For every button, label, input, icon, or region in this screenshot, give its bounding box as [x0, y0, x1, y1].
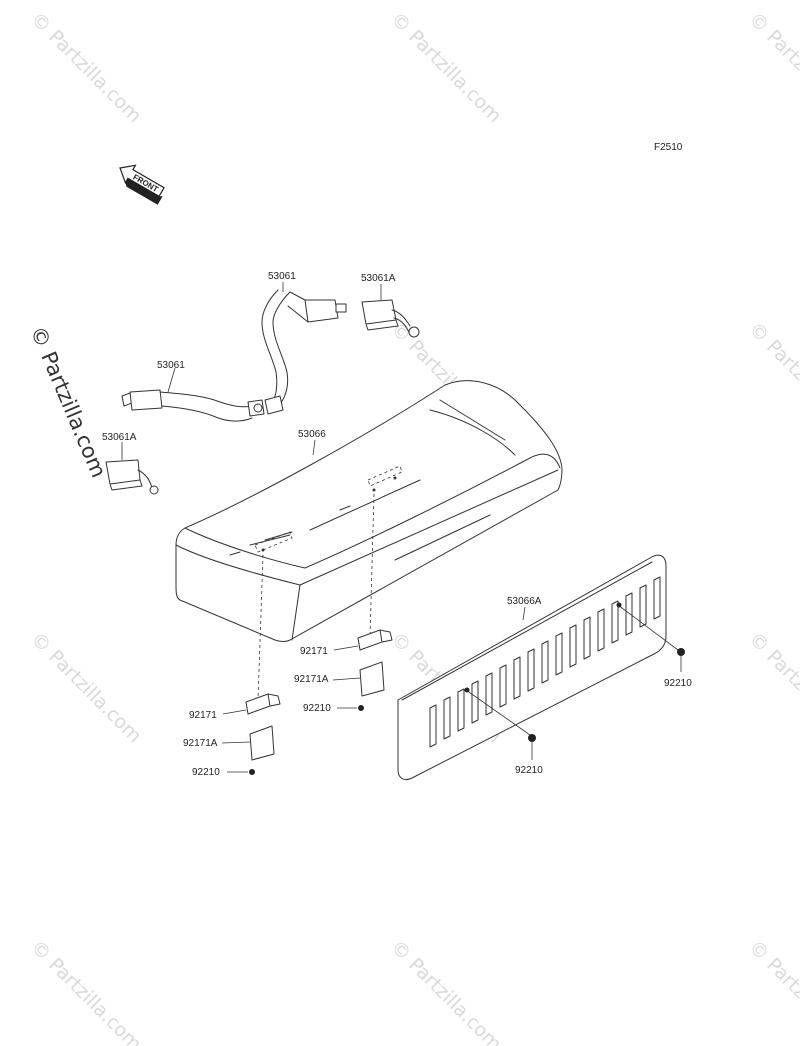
bolt-left — [464, 687, 531, 736]
watermark: © Partzilla.com — [744, 318, 800, 437]
nut-92210-panel-left — [528, 734, 536, 742]
vent-slot — [513, 656, 521, 700]
front-arrow-icon: FRONT — [119, 164, 165, 205]
label-bracket-c: 92171A — [294, 674, 329, 685]
vent-slot — [583, 616, 591, 660]
watermark: © Partzilla.com — [744, 8, 800, 127]
vent-slot — [653, 576, 661, 620]
vent-slot — [485, 672, 493, 716]
label-bracket-a: 92171 — [300, 646, 328, 657]
vent-slot — [457, 688, 465, 732]
label-buckle-right: 53061A — [361, 273, 396, 284]
vent-slot — [597, 608, 605, 652]
figure-code: F2510 — [654, 142, 683, 153]
nut-92210-panel-right — [677, 648, 685, 656]
buckle-right — [361, 299, 420, 338]
bolt-right — [616, 602, 679, 651]
label-nut-c: 92210 — [515, 765, 543, 776]
label-bracket-d: 92171A — [183, 738, 218, 749]
bracket-92171-upper — [357, 629, 393, 651]
vent-slot — [471, 680, 479, 724]
label-nut-a: 92210 — [303, 703, 331, 714]
watermark: © Partzilla.com — [26, 936, 145, 1046]
bracket-92171-lower — [245, 693, 281, 715]
label-nut-b: 92210 — [192, 767, 220, 778]
label-seat-cushion: 53066 — [298, 429, 326, 440]
watermark: © Partzilla.com — [386, 936, 505, 1046]
slot-row — [429, 576, 661, 748]
vent-slot — [639, 584, 647, 628]
buckle-left — [105, 459, 159, 495]
bracket-92171a-upper — [359, 661, 385, 697]
label-nut-d: 92210 — [664, 678, 692, 689]
seat-belt-right — [261, 289, 347, 415]
label-buckle-left: 53061A — [102, 432, 137, 443]
watermark: © Partzilla.com — [386, 8, 505, 127]
watermark-large: © Partzilla.com — [25, 323, 110, 482]
vent-slot — [541, 640, 549, 684]
seat-back-panel — [397, 554, 667, 781]
vent-slot — [555, 632, 563, 676]
vent-slot — [429, 704, 437, 748]
watermark: © Partzilla.com — [744, 628, 800, 747]
watermark: © Partzilla.com — [744, 936, 800, 1046]
vent-slot — [527, 648, 535, 692]
seat-belt-left — [121, 389, 265, 422]
nut-92210-lower — [249, 769, 255, 775]
label-seat-back: 53066A — [507, 596, 542, 607]
nut-92210-upper — [358, 705, 364, 711]
vent-slot — [443, 696, 451, 740]
vent-slot — [625, 592, 633, 636]
vent-slot — [569, 624, 577, 668]
vent-slot — [611, 600, 619, 644]
vent-slot — [499, 664, 507, 708]
label-seat-belt-right: 53061 — [268, 271, 296, 282]
watermark: © Partzilla.com — [26, 8, 145, 127]
label-seat-belt-left: 53061 — [157, 360, 185, 371]
label-bracket-b: 92171 — [189, 710, 217, 721]
watermark: © Partzilla.com — [26, 628, 145, 747]
seat-cushion — [175, 380, 563, 642]
bracket-92171a-lower — [249, 725, 275, 761]
